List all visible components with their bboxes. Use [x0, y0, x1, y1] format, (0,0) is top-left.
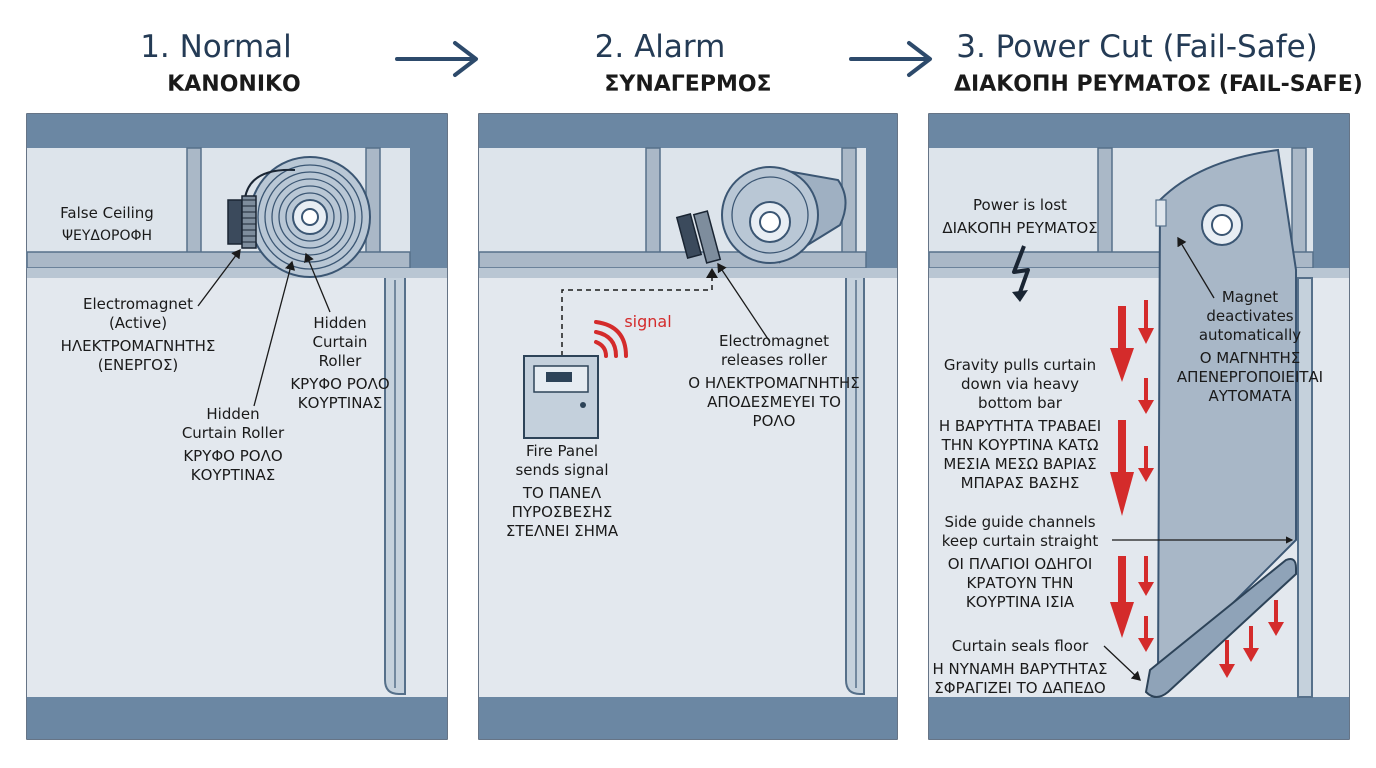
release-label: Electromagnet releases roller Ο ΗΛΕΚΤΡΟΜ…: [676, 332, 872, 431]
magnet-en1: Magnet: [1221, 288, 1279, 306]
gravity-el1: Η ΒΑΡΥΤΗΤΑ ΤΡΑΒΑΕΙ: [938, 417, 1102, 435]
step-1-title: 1. Normal: [140, 29, 292, 65]
fire-panel-el3: ΣΤΕΛΝΕΙ ΣΗΜΑ: [505, 522, 619, 540]
signal-label: signal: [624, 312, 672, 331]
power-lost-en: Power is lost: [973, 196, 1067, 214]
electromagnet-icon: [227, 195, 257, 249]
gravity-arrows-icon: [1110, 300, 1284, 678]
release-en1: Electromagnet: [719, 332, 829, 350]
false-ceiling-label: False Ceiling ΨΕΥΔΟΡΟΦΗ: [40, 204, 174, 246]
signal-waves-icon: [594, 320, 628, 358]
release-el2: ΑΠΟΔΕΣΜΕΥΕΙ ΤΟ: [707, 393, 841, 411]
magnet-en3: automatically: [1198, 326, 1302, 344]
fire-panel-icon: [523, 355, 599, 439]
step-2-title: 2. Alarm: [594, 29, 726, 65]
gravity-el3: ΜΕΣΙΑ ΜΕΣΩ ΒΑΡΙΑΣ: [943, 455, 1097, 473]
hidden-roller-right-en3: Roller: [318, 352, 362, 370]
hidden-roller-left-label: Hidden Curtain Roller ΚΡΥΦΟ ΡΟΛΟ ΚΟΥΡΤΙΝ…: [160, 405, 306, 485]
lightning-icon: [1012, 245, 1030, 299]
magnet-el3: ΑΥΤΟΜΑΤΑ: [1208, 387, 1292, 405]
release-el3: ΡΟΛΟ: [752, 412, 796, 430]
release-el1: Ο ΗΛΕΚΤΡΟΜΑΓΝΗΤΗΣ: [688, 374, 860, 392]
fire-panel-el2: ΠΥΡΟΣΒΕΣΗΣ: [511, 503, 613, 521]
panel-power-cut: [928, 113, 1350, 740]
step-arrow-1: [395, 41, 478, 77]
magnet-el2: ΑΠΕΝΕΡΓΟΠΟΙΕΙΤΑΙ: [1176, 368, 1324, 386]
gravity-el2: ΤΗΝ ΚΟΥΡΤΙΝΑ ΚΑΤΩ: [941, 436, 1099, 454]
hidden-roller-right-en2: Curtain: [312, 333, 368, 351]
magnet-el1: Ο ΜΑΓΝΗΤΗΣ: [1199, 349, 1301, 367]
gravity-en2: down via heavy: [961, 375, 1079, 393]
fire-panel-en2: sends signal: [515, 461, 609, 479]
seal-label: Curtain seals floor Η ΝΥΝΑΜΗ ΒΑΡΥΤΗΤΑΣ Σ…: [932, 637, 1108, 698]
guides-el2: ΚΡΑΤΟΥΝ ΤΗΝ: [966, 574, 1074, 592]
guides-el1: ΟΙ ΠΛΑΓΙΟΙ ΟΔΗΓΟΙ: [947, 555, 1093, 573]
hidden-roller-left-en2: Curtain Roller: [181, 424, 285, 442]
guides-en2: keep curtain straight: [941, 532, 1099, 550]
fire-panel-en1: Fire Panel: [525, 442, 598, 460]
electromagnet-en1: Electromagnet: [83, 295, 193, 313]
power-lost-label: Power is lost ΔΙΑΚΟΠΗ ΡΕΥΜΑΤΟΣ: [932, 196, 1108, 238]
electromagnet-en2: (Active): [108, 314, 168, 332]
electromagnet-label: Electromagnet (Active) ΗΛΕΚΤΡΟΜΑΓΝΗΤΗΣ (…: [50, 295, 226, 375]
step-arrow-2: [849, 41, 932, 77]
step-3-subtitle: ΔΙΑΚΟΠΗ ΡΕΥΜΑΤΟΣ (FAIL-SAFE): [954, 72, 1363, 97]
gravity-label: Gravity pulls curtain down via heavy bot…: [932, 356, 1108, 493]
hidden-roller-right-el1: ΚΡΥΦΟ ΡΟΛΟ: [290, 375, 390, 393]
guides-en1: Side guide channels: [944, 513, 1096, 531]
seal-el2: ΣΦΡΑΓΙΖΕΙ ΤΟ ΔΑΠΕΔΟ: [934, 679, 1106, 697]
panel-alarm: [478, 113, 898, 740]
hidden-roller-right-el2: ΚΟΥΡΤΙΝΑΣ: [297, 394, 383, 412]
gravity-en1: Gravity pulls curtain: [943, 356, 1097, 374]
hidden-roller-left-el1: ΚΡΥΦΟ ΡΟΛΟ: [183, 447, 283, 465]
step-3-title: 3. Power Cut (Fail-Safe): [956, 29, 1318, 65]
hidden-roller-left-en1: Hidden: [206, 405, 260, 423]
false-ceiling-en: False Ceiling: [60, 204, 154, 222]
release-en2: releases roller: [720, 351, 828, 369]
released-electromagnet-icon: [675, 210, 722, 264]
step-2-subtitle: ΣΥΝΑΓΕΡΜΟΣ: [604, 72, 772, 97]
seal-el1: Η ΝΥΝΑΜΗ ΒΑΡΥΤΗΤΑΣ: [932, 660, 1108, 678]
electromagnet-el2: (ΕΝΕΡΓΟΣ): [97, 356, 179, 374]
magnet-label: Magnet deactivates automatically Ο ΜΑΓΝΗ…: [1166, 288, 1334, 406]
seal-en: Curtain seals floor: [951, 637, 1089, 655]
false-ceiling-el: ΨΕΥΔΟΡΟΦΗ: [61, 228, 153, 244]
fire-panel-el1: ΤΟ ΠΑΝΕΛ: [522, 484, 602, 502]
panel-normal: [26, 113, 448, 740]
power-lost-el: ΔΙΑΚΟΠΗ ΡΕΥΜΑΤΟΣ: [942, 219, 1098, 237]
coiled-roller-icon: [249, 156, 371, 278]
gravity-el4: ΜΠΑΡΑΣ ΒΑΣΗΣ: [960, 474, 1080, 492]
electromagnet-el1: ΗΛΕΚΤΡΟΜΑΓΝΗΤΗΣ: [60, 337, 216, 355]
hidden-roller-left-el2: ΚΟΥΡΤΙΝΑΣ: [190, 466, 276, 484]
guides-label: Side guide channels keep curtain straigh…: [932, 513, 1108, 612]
fire-panel-label: Fire Panel sends signal ΤΟ ΠΑΝΕΛ ΠΥΡΟΣΒΕ…: [492, 442, 632, 541]
guides-el3: ΚΟΥΡΤΙΝΑ ΙΣΙΑ: [965, 593, 1075, 611]
gravity-en3: bottom bar: [978, 394, 1062, 412]
hidden-roller-right-label: Hidden Curtain Roller ΚΡΥΦΟ ΡΟΛΟ ΚΟΥΡΤΙΝ…: [280, 314, 400, 413]
hidden-roller-right-en1: Hidden: [313, 314, 367, 332]
roller-icon: [721, 166, 847, 264]
magnet-en2: deactivates: [1206, 307, 1294, 325]
step-1-subtitle: ΚΑΝΟΝΙΚΟ: [167, 72, 301, 97]
